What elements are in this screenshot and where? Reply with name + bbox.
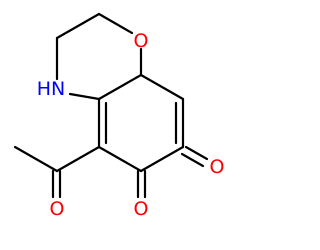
bond-c7-o-upper-b bbox=[180, 152, 205, 168]
bond-o1-c2 bbox=[97, 12, 134, 35]
benzoxazine-dione-structure: O HN O O O bbox=[13, 12, 225, 220]
bond-c7-c6 bbox=[139, 145, 185, 173]
quinone-oxygen-lower-label: O bbox=[134, 198, 149, 220]
quinone-oxygen-upper-label: O bbox=[210, 156, 225, 178]
bond-c4a-c8a bbox=[97, 73, 143, 101]
bond-c8a-c8 bbox=[139, 73, 185, 101]
bond-n4-c4a bbox=[68, 92, 101, 101]
bond-c7-o-upper-a bbox=[184, 145, 209, 161]
bond-c6-c5 bbox=[97, 145, 143, 173]
acetyl-oxygen-label: O bbox=[50, 198, 65, 220]
bond-c2-c3 bbox=[55, 12, 101, 40]
ring-nitrogen-label: HN bbox=[37, 78, 66, 100]
ring-oxygen-label: O bbox=[134, 30, 149, 52]
bond-c5-acetyl-c bbox=[55, 145, 101, 173]
bond-acetyl-c-methyl bbox=[13, 145, 59, 173]
